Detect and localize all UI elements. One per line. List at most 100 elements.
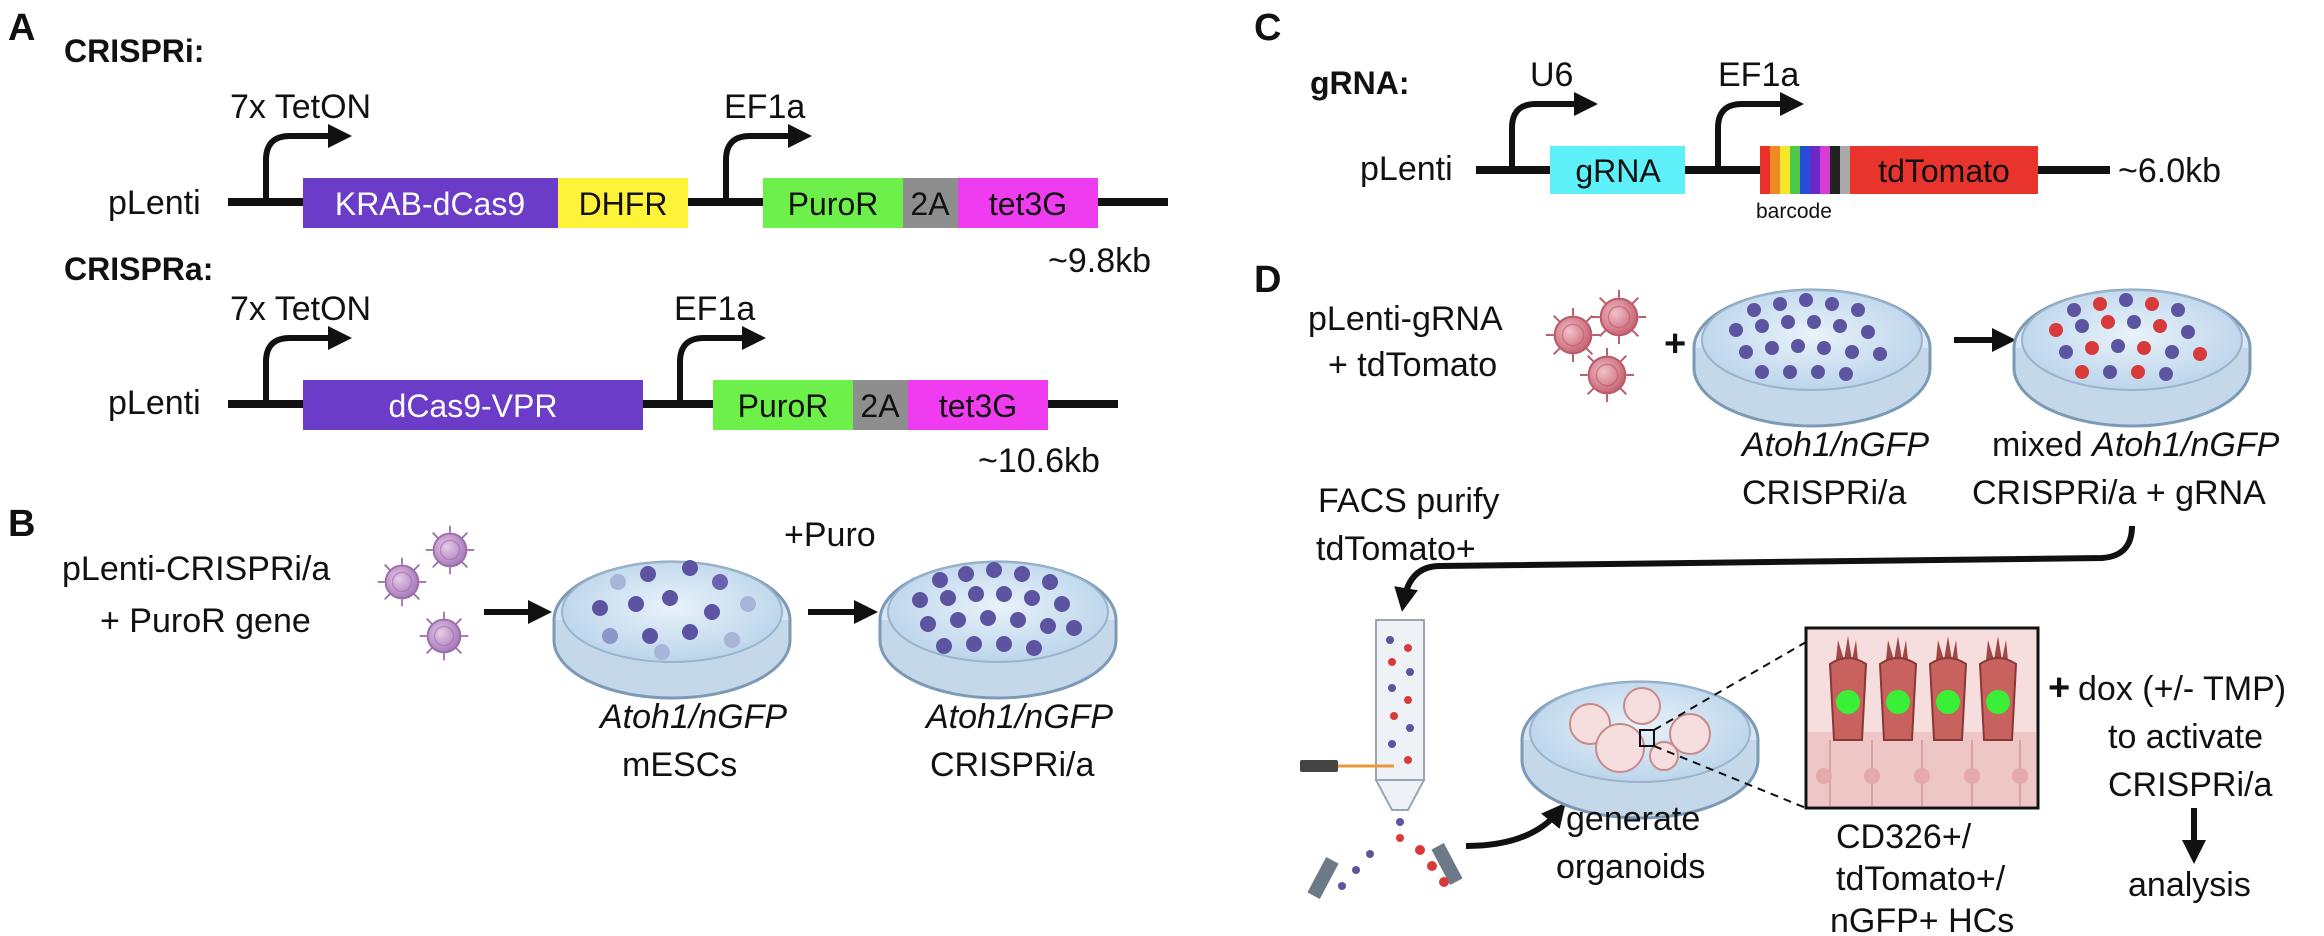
panel-label-d: D [1254,259,1281,301]
d-mixed-italic: Atoh1/nGFP [2090,426,2279,464]
barcode-stripe [1780,146,1790,194]
hair-cell [1828,636,1868,741]
ef1a-promoter-arrow [723,124,812,200]
crispra-promoter2-label: EF1a [674,290,755,328]
tetOn-promoter-arrow-2 [263,326,352,402]
b-input-line2: + PuroR gene [100,602,311,640]
puror-box-2 [713,380,853,430]
facs-cells [1386,636,1414,842]
d-facs-line1: FACS purify [1318,482,1499,520]
virus-icon [424,524,476,576]
d-input-line1: pLenti-gRNA [1308,300,1503,338]
crispra-vector-label: pLenti [108,384,201,422]
2a-box [903,178,958,228]
hair-cells-inset [1804,626,2040,810]
d-input-line2: + tdTomato [1328,346,1497,384]
d-mixed-line2: CRISPRi/a + gRNA [1972,474,2266,512]
d-arrow-facs [1394,525,2135,612]
hair-cell [1878,636,1918,741]
krab-dcas9-box [303,178,558,228]
d-dish1-line1: Atoh1/nGFP [1740,426,1929,464]
d-virus-cluster [1544,288,1648,404]
d-plus: + [1664,323,1686,365]
d-hc-line2: tdTomato+/ [1836,860,2006,898]
barcode-stripe [1800,146,1810,194]
panel-label-a: A [8,7,35,49]
puror-box [763,178,903,228]
grna-size: ~6.0kb [2118,152,2221,190]
panel-label-c: C [1254,7,1281,49]
laser-icon [1300,760,1338,772]
d-dish1-line2: CRISPRi/a [1742,474,1906,512]
b-dish1-cells [592,560,756,660]
b-dish-crispr [878,560,1118,700]
tet3g-label: tet3G [989,186,1067,222]
organoids [1569,687,1711,773]
d-dish2-cells [2049,293,2207,381]
panel-label-b: B [8,503,35,545]
crispri-heading: CRISPRi: [64,33,204,69]
zoom-box [1639,729,1655,747]
u6-promoter-arrow [1509,92,1598,168]
b-virus-cluster [376,524,476,662]
d-dish-mixed [2012,288,2252,428]
crispra-promoter1-label: 7x TetON [230,290,371,328]
virus-icon [376,556,428,608]
barcode-stripe [1770,146,1780,194]
d-analysis: analysis [2128,866,2251,904]
d-facs-line2: tdTomato+ [1316,530,1476,568]
d-organoid-line2: organoids [1556,848,1705,886]
barcode-stripe [1820,146,1830,194]
virus-icon [1578,346,1636,404]
grna-box [1550,146,1685,194]
2a-label-2: 2A [860,388,900,424]
b-dish2-cells [912,562,1082,656]
facs-sorter-icon [1300,619,1463,899]
tet3g-label-2: tet3G [939,388,1017,424]
tdtomato-box-label: tdTomato [1878,153,2010,189]
dhfr-label: DHFR [579,186,668,222]
d-hc-line1: CD326+/ [1836,818,1972,856]
tetOn-promoter-arrow [263,124,352,200]
b-input-line1: pLenti-CRISPRi/a [62,550,330,588]
b-dish1-line1: Atoh1/nGFP [598,698,787,736]
d-dish1-cells [1729,293,1887,381]
hair-cell [1978,636,2018,741]
puror-label: PuroR [788,186,879,222]
crispra-construct: pLenti 7x TetON dCas9-VPR EF1a PuroR 2A … [108,290,1118,480]
grna-promoter1-label: U6 [1530,56,1573,94]
2a-label: 2A [910,186,950,222]
puror-label-2: PuroR [738,388,829,424]
d-dox-plus: + [2048,667,2070,709]
crispri-promoter2-label: EF1a [724,88,805,126]
dcas9-vpr-label: dCas9-VPR [389,388,558,424]
barcode-stripe [1790,146,1800,194]
barcode-stripe [1810,146,1820,194]
d-arrow-organoids [1465,802,1566,849]
b-dish2-line2: CRISPRi/a [930,746,1094,784]
d-dox-line3: CRISPRi/a [2108,766,2272,804]
grna-heading: gRNA: [1310,65,1410,101]
crispri-construct: pLenti 7x TetON KRAB-dCas9 DHFR EF1a Pur… [108,88,1168,280]
2a-box-2 [853,380,908,430]
d-organoid-line1: generate [1566,800,1700,838]
deflector-plate-left [1307,857,1339,899]
d-mixed-line1: mixed Atoh1/nGFP [1992,426,2280,464]
b-dish2-line1: Atoh1/nGFP [924,698,1113,736]
grna-construct: pLenti U6 gRNA EF1a barcode tdTomato ~6.… [1360,56,2221,223]
crispri-size: ~9.8kb [1048,242,1151,280]
crispra-size: ~10.6kb [978,442,1100,480]
barcode-stripe [1840,146,1850,194]
crispra-heading: CRISPRa: [64,251,213,287]
barcode-stripe [1760,146,1770,194]
tet3g-box-2 [908,380,1048,430]
grna-promoter2-label: EF1a [1718,56,1799,94]
hair-cell [1928,636,1968,741]
dhfr-box [558,178,688,228]
d-dish-crispr [1692,288,1932,428]
tdtomato-box [1850,146,2038,194]
ef1a-promoter-arrow-2 [677,326,766,402]
ef1a-promoter-arrow-3 [1715,92,1804,168]
hair-cells [1828,636,2018,741]
virus-icon [418,610,470,662]
